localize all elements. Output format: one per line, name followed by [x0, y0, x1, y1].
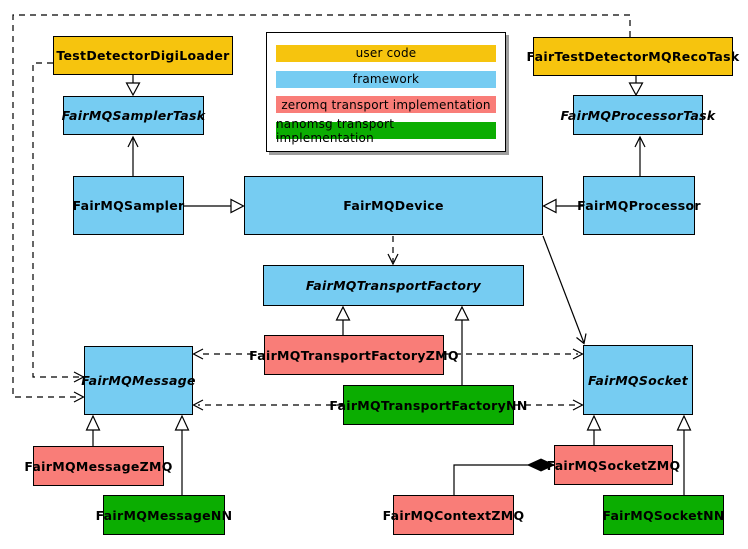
- edge-dep-recotask-message: [12, 14, 631, 403]
- class-node-testdetectordigiloader: TestDetectorDigiLoader: [53, 36, 233, 75]
- edge-inherit-messagenn-message: [174, 414, 190, 495]
- edge-inherit-socketzmq-socket: [586, 414, 602, 445]
- legend-label: framework: [352, 72, 420, 87]
- edge-dep-factoryzmq-socket: [444, 348, 584, 360]
- edge-dep-device-transportfactory: [387, 236, 399, 266]
- class-node-fairmqsocketzmq: FairMQSocketZMQ: [547, 445, 680, 485]
- class-node-fairmqprocessortask: FairMQProcessorTask: [560, 95, 715, 135]
- edge-assoc-processor-processortask: [634, 135, 646, 176]
- legend-label: zeromq transport implementation: [281, 97, 491, 112]
- edge-inherit-digiloader-samplertask: [125, 75, 141, 97]
- legend-label: user code: [355, 46, 417, 61]
- class-node-fairmqmessagezmq: FairMQMessageZMQ: [24, 446, 172, 486]
- class-node-fairmqcontextzmq: FairMQContextZMQ: [383, 495, 524, 535]
- edge-inherit-factorynn-transportfactory: [454, 305, 470, 385]
- edge-inherit-messagezmq-message: [85, 414, 101, 446]
- class-node-fairmqmessagenn: FairMQMessageNN: [96, 495, 232, 535]
- class-node-fairmqsamplertask: FairMQSamplerTask: [62, 96, 205, 135]
- edge-dep-factorynn-socket: [514, 399, 584, 411]
- edge-inherit-processor-device: [542, 198, 583, 214]
- edge-inherit-recotask-processortask: [628, 76, 644, 97]
- legend-item-user-code: user code: [276, 44, 496, 62]
- edge-inherit-socketnn-socket: [676, 414, 692, 495]
- legend: user code framework zeromq transport imp…: [266, 32, 506, 152]
- legend-item-nanomsg: nanomsg transport implementation: [276, 117, 496, 145]
- edge-dep-factoryzmq-message: [192, 348, 264, 360]
- class-node-fairmqdevice: FairMQDevice: [244, 176, 543, 235]
- edge-comp-socketzmq-contextzmq: [453, 458, 556, 495]
- legend-item-zeromq: zeromq transport implementation: [276, 96, 496, 114]
- class-node-fairmqsocketnn: FairMQSocketNN: [602, 495, 724, 535]
- class-node-fairmqtransportfactorynn: FairMQTransportFactoryNN: [329, 385, 527, 425]
- class-node-fairmqprocessor: FairMQProcessor: [577, 176, 701, 235]
- edge-assoc-sampler-samplertask: [127, 135, 139, 176]
- legend-label: nanomsg transport implementation: [276, 116, 395, 145]
- class-node-fairmqtransportfactoryzmq: FairMQTransportFactoryZMQ: [249, 335, 459, 375]
- class-node-fairtestdetectormqrecotask: FairTestDetectorMQRecoTask: [527, 37, 739, 76]
- class-node-fairmqsampler: FairMQSampler: [73, 176, 184, 235]
- edge-assoc-device-socket: [542, 235, 587, 345]
- legend-item-framework: framework: [276, 70, 496, 88]
- edge-inherit-factoryzmq-transportfactory: [335, 305, 351, 335]
- class-node-fairmqtransportfactory: FairMQTransportFactory: [263, 265, 524, 306]
- edge-inherit-sampler-device: [184, 198, 245, 214]
- edge-dep-factorynn-message: [192, 399, 343, 411]
- edge-dep-digiloader-message: [32, 62, 85, 383]
- class-node-fairmqmessage: FairMQMessage: [81, 346, 196, 415]
- class-node-fairmqsocket: FairMQSocket: [583, 345, 693, 415]
